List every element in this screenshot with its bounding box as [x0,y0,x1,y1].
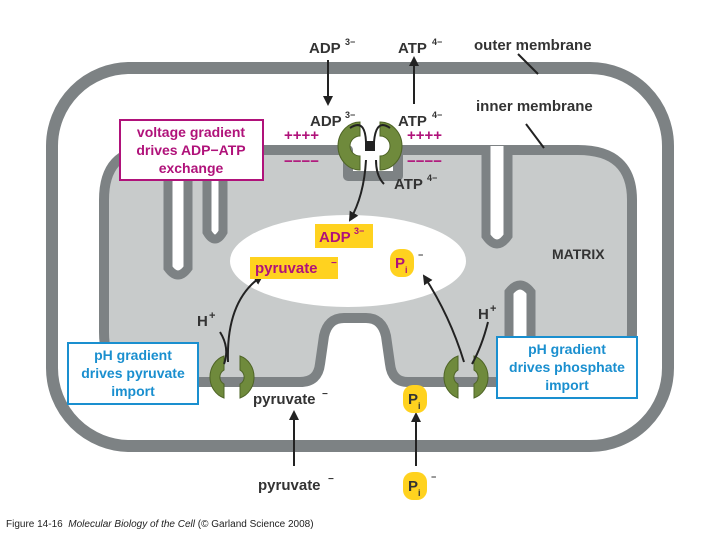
pyruvate-cytosol-charge: − [328,474,334,485]
pyruvate-ims-label: pyruvate [253,391,316,408]
pi-out-highlight [403,472,427,500]
pi-matrix-subscript: i [405,265,408,275]
outer-membrane-label: outer membrane [474,37,592,54]
pyruvate-matrix-charge: − [331,258,337,269]
pyruvate-transporter [209,355,255,399]
atp-matrix-label: ATP [394,176,423,193]
voltage-box-line-3: exchange [159,160,224,176]
ph-phosphate-box [496,336,638,399]
caption-figure-number: Figure 14-16 [6,519,63,530]
arrow-h-left [219,331,228,365]
adp-matrix-highlight [315,224,373,248]
arrow-pi-import [422,274,465,363]
ph-phosphate-line-2: drives phosphate [509,359,625,375]
atp-ims-charge: 4− [432,110,442,120]
ph-phosphate-line-1: pH gradient [528,341,606,357]
pi-ims-highlight [403,385,427,413]
atp-ims-label: ATP [398,113,427,130]
pi-cytosol-charge: − [431,472,436,482]
adp-matrix-label: ADP [319,229,351,246]
adp-ims-label: ADP [310,113,342,130]
voltage-box-line-1: voltage gradient [137,124,245,140]
minus-charges-right: −−−− [407,153,442,170]
pi-cytosol-subscript: i [418,488,421,498]
atp-cytosol-charge: 4− [432,37,442,47]
pi-ims-subscript: i [418,401,421,411]
pi-ims-label: P [408,391,418,408]
arrow-pyruvate-import [226,274,264,363]
inner-membrane-leader [525,123,545,149]
arrow-adp-exchange [349,124,367,143]
arrow-h-right [471,321,489,365]
phosphate-transporter [443,355,489,399]
voltage-gradient-box [119,119,264,181]
figure-caption: Figure 14-16 Molecular Biology of the Ce… [6,519,314,530]
adp-cytosol-label: ADP [309,40,341,57]
pi-cytosol-label: P [408,478,418,495]
minus-charges-left: −−−− [284,153,319,170]
ph-pyruvate-line-1: pH gradient [94,347,172,363]
ph-phosphate-line-3: import [545,377,589,393]
pyruvate-matrix-highlight [250,257,338,279]
ph-pyruvate-line-2: drives pyruvate [81,365,185,381]
h-ion-right-charge: + [490,303,496,315]
voltage-box-line-2: drives ADP−ATP [136,142,245,158]
arrow-atp-exchange [373,124,391,143]
pyruvate-ims-charge: − [322,389,328,400]
pyruvate-cytosol-label: pyruvate [258,477,321,494]
adp-cytosol-charge: 3− [345,37,355,47]
arrow-adp-to-matrix [348,159,367,222]
adp-matrix-charge: 3− [354,226,364,236]
plus-charges-right: ++++ [407,127,442,144]
adp-ims-charge: 3− [345,110,355,120]
inner-membrane-label: inner membrane [476,98,593,115]
pyruvate-matrix-label: pyruvate [255,260,318,277]
h-ion-left-label: H [197,313,208,330]
plus-charges-left: ++++ [284,127,319,144]
matrix-label: MATRIX [552,246,605,262]
atp-matrix-charge: 4− [427,173,437,183]
crista-right-1 [481,146,513,249]
adp-atp-transporter [337,121,403,171]
outer-membrane-leader [517,53,539,75]
atp-cytosol-label: ATP [398,40,427,57]
arrow-atp-from-matrix [375,159,385,185]
pi-matrix-label: P [395,255,405,272]
caption-source: (© Garland Science 2008) [197,519,314,530]
pi-matrix-charge: − [418,250,423,260]
ph-pyruvate-box [67,342,199,405]
ph-pyruvate-line-3: import [111,383,155,399]
h-ion-right-label: H [478,306,489,323]
h-ion-left-charge: + [209,310,215,322]
pi-matrix-highlight [390,249,414,277]
caption-book-title: Molecular Biology of the Cell [68,519,195,530]
matrix-center-region [230,215,466,307]
